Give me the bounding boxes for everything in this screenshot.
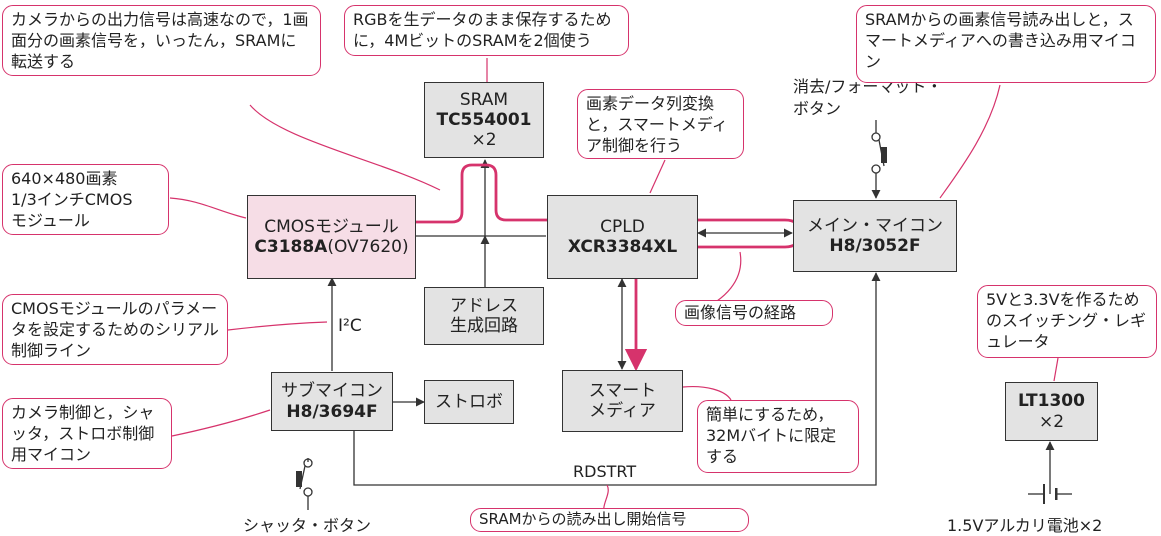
cmos-part-note: (OV7620) xyxy=(327,237,409,257)
callout-smartmedia: 簡単にするため，32Mバイトに限定する xyxy=(697,400,859,473)
main-mcu-name: メイン・マイコン xyxy=(807,215,943,236)
regulator-block: LT1300 ×2 xyxy=(1005,382,1098,441)
leader-pixel-conv xyxy=(649,159,666,194)
cpld-block: CPLD XCR3384XL xyxy=(547,195,698,279)
leader-cmos-params xyxy=(227,321,328,331)
battery-short-plate xyxy=(1055,488,1058,500)
cpld-name: CPLD xyxy=(600,216,645,237)
leader-sram-read xyxy=(939,84,1001,199)
cmos-part: C3188A xyxy=(254,237,328,257)
callout-sram-read: SRAMからの画素信号読み出しと，スマートメディアへの書き込み用マイコン xyxy=(856,5,1156,83)
callout-camera-output: カメラからの出力信号は高速なので，1画面分の画素信号を，いったん，SRAMに転送… xyxy=(2,5,321,76)
shutter-switch-top xyxy=(303,458,313,468)
cmos-module-block: CMOSモジュール C3188A(OV7620) xyxy=(247,195,416,279)
erase-switch-bottom xyxy=(871,164,881,174)
i2c-label: I²C xyxy=(338,316,362,336)
shutter-button-label: シャッタ・ボタン xyxy=(243,516,372,535)
leader-smartmedia xyxy=(682,385,732,401)
leader-camera-output xyxy=(249,104,441,191)
sub-mcu-block: サブマイコン H8/3694F xyxy=(271,372,393,431)
leader-cmos-module xyxy=(169,197,247,219)
sram-block: SRAM TC554001 ×2 xyxy=(424,82,544,158)
callout-read-start: SRAMからの読み出し開始信号 xyxy=(470,508,749,532)
cpld-part: XCR3384XL xyxy=(567,237,678,257)
cmos-name: CMOSモジュール xyxy=(264,216,399,237)
shutter-switch-bottom xyxy=(303,487,313,497)
strobe-block: ストロボ xyxy=(424,380,514,424)
rdstrt-line xyxy=(353,272,881,486)
main-mcu-block: メイン・マイコン H8/3052F xyxy=(793,200,957,272)
address-gen-block: アドレス 生成回路 xyxy=(424,287,544,345)
callout-cmos-params: CMOSモジュールのパラメータを設定するためのシリアル制御ライン xyxy=(2,294,228,365)
callout-pixel-conv: 画素データ列変換と，スマートメディア制御を行う xyxy=(577,89,744,159)
leader-camera-ctrl xyxy=(171,409,271,437)
regulator-count: ×2 xyxy=(1038,411,1065,432)
callout-rgb-raw: RGBを生データのまま保存するために，4MビットのSRAMを2個使う xyxy=(344,5,629,56)
callout-image-path: 画像信号の経路 xyxy=(675,300,833,326)
image-signal-path xyxy=(412,163,802,372)
callout-regulator: 5Vと3.3Vを作るためのスイッチング・レギュレータ xyxy=(977,285,1157,358)
sram-name: SRAM xyxy=(459,89,509,110)
sram-part: TC554001 xyxy=(436,109,532,130)
addr-line2: 生成回路 xyxy=(450,316,518,336)
rdstrt-label: RDSTRT xyxy=(573,462,637,481)
regulator-part: LT1300 xyxy=(1018,391,1085,412)
callout-cmos-module: 640×480画素 1/3インチCMOS モジュール xyxy=(2,164,169,235)
callout-camera-ctrl: カメラ制御と，シャッタ，ストロボ制御用マイコン xyxy=(2,398,172,469)
addr-line1: アドレス xyxy=(450,295,518,316)
battery-long-plate xyxy=(1043,484,1045,504)
erase-button-plunger xyxy=(881,147,887,163)
smartmedia-line2: メディア xyxy=(589,401,656,421)
sub-mcu-part: H8/3694F xyxy=(286,401,378,422)
smartmedia-block: スマート メディア xyxy=(562,370,683,432)
leader-regulator xyxy=(1053,357,1059,382)
strobe-name: ストロボ xyxy=(435,391,503,412)
sub-mcu-name: サブマイコン xyxy=(281,381,383,402)
main-mcu-part: H8/3052F xyxy=(829,236,921,256)
smartmedia-line1: スマート xyxy=(588,380,657,401)
sram-count: ×2 xyxy=(471,130,497,151)
erase-switch-top xyxy=(871,132,881,142)
battery-label: 1.5Vアルカリ電池×2 xyxy=(947,516,1103,535)
shutter-button-plunger xyxy=(296,471,302,487)
